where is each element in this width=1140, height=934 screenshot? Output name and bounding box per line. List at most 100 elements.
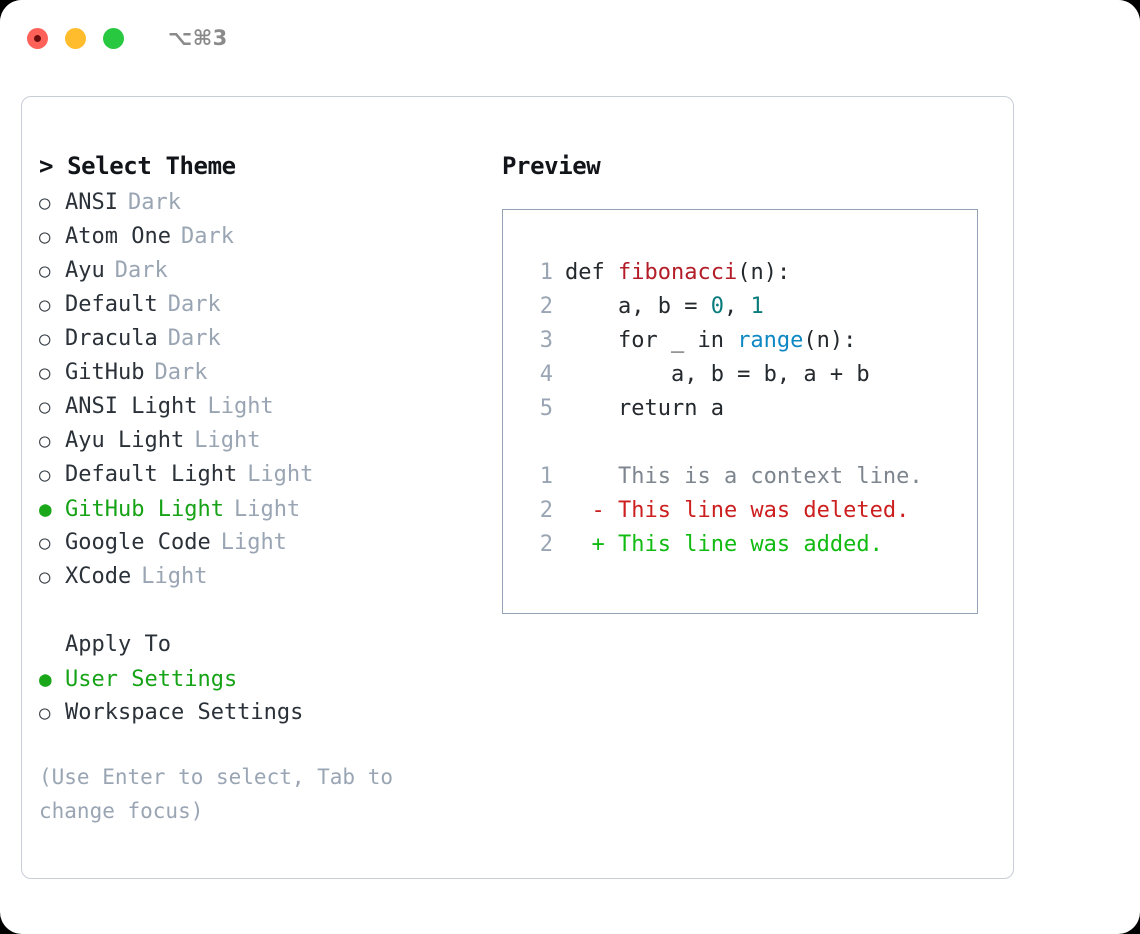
code-text: def fibonacci(n): [565,256,790,290]
apply-to-list: ●User Settings ○ Workspace Settings [39,662,499,730]
theme-name-label: Default Light [65,462,238,487]
theme-list-item[interactable]: ○ ANSI Dark [39,186,499,220]
code-token: , [723,294,751,319]
line-number: 2 [539,294,553,319]
theme-name-label: GitHub [65,360,145,385]
theme-name-label: ANSI [65,190,118,215]
radio-unselected-icon: ○ [39,430,51,452]
diff-text: + This line was added. [565,532,883,557]
theme-name-label: GitHub Light [65,497,224,522]
theme-list-item[interactable]: ○ GitHub Dark [39,356,499,390]
apply-to-label: User Settings [65,667,238,692]
radio-unselected-icon: ○ [39,702,51,724]
code-line: 4 a, b = b, a + b [503,358,977,392]
line-number: 2 [539,498,553,523]
code-line: 5 return a [503,392,977,426]
code-token: (n): [803,328,857,353]
theme-list-item[interactable]: ○ Dracula Dark [39,322,499,356]
code-line: 3 for _ in range(n): [503,324,977,358]
diff-text: - This line was deleted. [565,498,910,523]
prompt-marker: > [39,152,68,180]
theme-list-item[interactable]: ○ XCode Light [39,560,499,594]
radio-unselected-icon: ○ [39,192,51,214]
radio-unselected-icon: ○ [39,260,51,282]
radio-unselected-icon: ○ [39,362,51,384]
code-token: 1 [750,294,764,319]
code-text: return a [565,392,724,426]
keyboard-hint-text: (Use Enter to select, Tab to change focu… [39,765,406,823]
theme-name-label: ANSI Light [65,394,198,419]
apply-to-option[interactable]: ●User Settings [39,662,499,696]
code-token: (n): [737,260,791,285]
code-token: 0 [710,294,724,319]
diff-block: 1 This is a context line.2 - This line w… [503,460,977,562]
theme-name-label: Atom One [65,224,171,249]
code-token: for _ in [565,328,738,353]
code-token: a, b = b, a + b [565,362,870,387]
apply-to-label: Workspace Settings [65,700,304,725]
radio-unselected-icon: ○ [39,328,51,350]
theme-variant-label: Dark [114,258,168,283]
theme-variant-label: Light [207,394,274,419]
preview-title: Preview [502,152,601,180]
diff-line: 2 + This line was added. [503,528,977,562]
theme-variant-label: Dark [127,190,181,215]
radio-unselected-icon: ○ [39,532,51,554]
code-text: a, b = 0, 1 [565,290,764,324]
theme-list-item[interactable]: ○ Google Code Light [39,526,499,560]
theme-list-item[interactable]: ○ ANSI Light Light [39,390,499,424]
line-number: 1 [539,464,553,489]
page-title: > Select Theme [39,149,499,183]
traffic-lights [27,27,124,49]
code-token: fibonacci [617,260,738,285]
code-gap-spacer [503,426,977,460]
diff-line: 1 This is a context line. [503,460,977,494]
diff-line: 2 - This line was deleted. [503,494,977,528]
radio-unselected-icon: ○ [39,396,51,418]
code-line: 1 def fibonacci(n): [503,256,977,290]
theme-variant-label: Light [141,564,208,589]
radio-unselected-icon: ○ [39,226,51,248]
theme-name-label: Google Code [65,530,211,555]
line-number: 1 [539,260,553,285]
apply-to-heading: Apply To [65,632,171,657]
theme-variant-label: Dark [154,360,208,385]
theme-variant-label: Light [247,462,314,487]
theme-name-label: Dracula [65,326,158,351]
theme-name-label: XCode [65,564,132,589]
code-text: a, b = b, a + b [565,358,870,392]
close-button-icon[interactable] [27,27,48,49]
close-button-dot [34,34,41,42]
theme-name-label: Ayu Light [65,428,185,453]
radio-unselected-icon: ○ [39,566,51,588]
radio-selected-icon: ● [39,497,52,521]
code-token: a, b = [565,294,711,319]
apply-to-option[interactable]: ○ Workspace Settings [39,696,499,730]
theme-variant-label: Light [220,530,287,555]
line-number: 2 [539,532,553,557]
theme-name-label: Ayu [65,258,105,283]
theme-name-label: Default [65,292,158,317]
maximize-button-icon[interactable] [103,27,124,49]
code-token: return a [565,396,724,421]
code-token: range [737,328,804,353]
theme-variant-label: Dark [167,292,221,317]
title-bar: ⌥⌘3 [0,0,1140,76]
minimize-button-icon[interactable] [65,27,86,49]
line-number: 4 [539,362,553,387]
line-number: 3 [539,328,553,353]
theme-variant-label: Dark [167,326,221,351]
theme-list-item[interactable]: ○ Ayu Dark [39,254,499,288]
